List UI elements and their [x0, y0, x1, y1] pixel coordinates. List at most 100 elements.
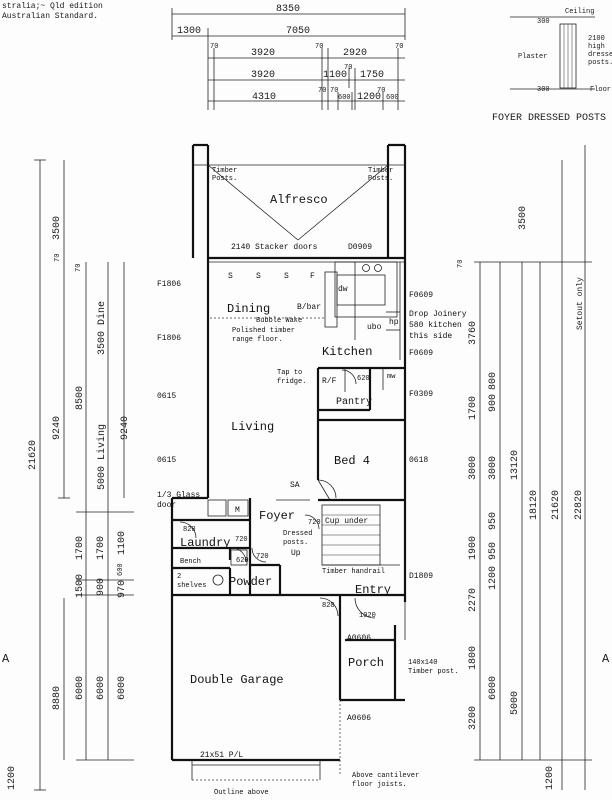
dim-left-1200: 1200: [7, 766, 18, 790]
stool-s3: S: [284, 272, 289, 281]
right-dimensions: 3500 3760 800 1700 900 3000 3000 1900 95…: [457, 145, 610, 790]
dim-right-950-a: 950: [488, 512, 499, 530]
post-detail-title: FOYER DRESSED POSTS: [492, 113, 606, 124]
dim-overall-width: 8350: [276, 4, 300, 15]
drop-joinery-1: Drop Joinery: [409, 310, 467, 319]
tap-note-2: fridge.: [277, 378, 306, 386]
dim-right-3760: 3760: [468, 321, 479, 345]
dim-left-900: 900: [96, 578, 107, 596]
dim-left-dine: 3500 Dine: [96, 301, 108, 355]
timber-posts-right-2: Posts.: [368, 175, 393, 183]
ceiling-label: Ceiling: [565, 8, 594, 16]
dim-right-1700: 1700: [468, 396, 479, 420]
post-note-4: posts.: [588, 59, 612, 67]
post-note-2: high: [588, 43, 605, 51]
dim-right-1800: 1800: [468, 646, 479, 670]
dim-left-8880: 8880: [52, 686, 63, 710]
dim-right-800: 800: [488, 372, 499, 390]
drop-joinery-2: 580 kitchen: [409, 321, 462, 330]
door-d0909: D0909: [348, 243, 372, 252]
dim-3920-b: 3920: [251, 70, 275, 81]
dim-left-6000-a: 6000: [75, 676, 86, 700]
dim-left-1700-b: 1700: [96, 536, 107, 560]
setout-only-label: Setout only: [576, 277, 585, 330]
door-720-powder: 720: [256, 553, 269, 561]
foyer-post-detail: Ceiling 300 Plaster 2100 high dressed po…: [492, 8, 612, 124]
dim-left-70: 70: [54, 254, 62, 262]
section-a-right: A: [602, 652, 610, 666]
dim-600-a: 600: [338, 94, 351, 102]
dim-right-3500: 3500: [518, 206, 529, 230]
walls: [170, 143, 407, 781]
dim-70: 70: [377, 87, 385, 95]
room-kitchen: Kitchen: [322, 345, 372, 359]
dim-left-8500: 8500: [75, 386, 86, 410]
dim-1750: 1750: [360, 70, 384, 81]
door-820-laundry: 820: [183, 526, 196, 534]
door-d1809: D1809: [409, 572, 433, 581]
dim-left-6000-c: 6000: [117, 676, 128, 700]
timber-post2-2: Timber post.: [408, 668, 458, 676]
dim-right-6000: 6000: [488, 676, 499, 700]
room-foyer: Foyer: [259, 509, 295, 523]
window-f1806-b: F1806: [157, 334, 181, 343]
dim-right-5000: 5000: [510, 691, 521, 715]
window-f0609-a: F0609: [409, 291, 433, 300]
stool-s1: S: [228, 272, 233, 281]
hotplate-label: hp: [389, 318, 399, 327]
dim-right-18120: 18120: [529, 490, 540, 520]
cup-under-label: Cup under: [325, 517, 368, 526]
room-laundry: Laundry: [180, 536, 230, 550]
stacker-doors-label: 2140 Stacker doors: [231, 243, 318, 252]
glass-door-1: 1/3 Glass: [157, 491, 200, 500]
handrail-label: Timber handrail: [322, 568, 385, 576]
door-620-wc: 620: [236, 557, 249, 565]
dim-left-70: 70: [75, 264, 83, 272]
ubo-label: ubo: [367, 323, 382, 332]
tap-note-1: Tap to: [277, 369, 302, 377]
dressed-posts-2: posts.: [283, 539, 308, 547]
dim-70: 70: [344, 64, 352, 72]
room-porch: Porch: [348, 656, 384, 670]
dim-right-22820: 22820: [574, 490, 585, 520]
microwave-label: mw: [387, 373, 396, 381]
window-f0309: F0309: [409, 390, 433, 399]
dim-2920: 2920: [343, 48, 367, 59]
door-720-cup: 720: [308, 519, 321, 527]
dim-right-1900: 1900: [468, 536, 479, 560]
floor-note-2: range floor.: [232, 336, 282, 344]
dim-left-1500: 1500: [75, 574, 86, 598]
dim-right-1200-bottom: 1200: [545, 766, 556, 790]
drop-joinery-3: this side: [409, 332, 452, 341]
room-entry: Entry: [355, 583, 391, 597]
standard-line-1: stralia;~ Qld edition: [2, 2, 103, 11]
room-living: Living: [231, 420, 274, 434]
dim-right-3200: 3200: [468, 706, 479, 730]
plate-label: 21x51 P/L: [200, 751, 243, 760]
cantilever-1: Above cantilever: [352, 772, 419, 780]
shelves-1: 2: [177, 573, 181, 581]
window-a0606-b: A0606: [347, 714, 371, 723]
dim-right-2270: 2270: [468, 588, 479, 612]
post-note-3: dressed: [588, 51, 612, 59]
dim-right-900: 900: [488, 394, 499, 412]
room-powder: Powder: [229, 575, 272, 589]
dim-left-3500: 3500: [52, 216, 63, 240]
dim-left-6000-b: 6000: [96, 676, 107, 700]
door-720-foyer: 720: [235, 536, 248, 544]
stair-up-label: Up: [291, 549, 301, 558]
dim-70: 70: [330, 87, 338, 95]
dim-right-7050: 7050: [286, 26, 310, 37]
dim-left-1300: 1300: [177, 26, 201, 37]
dim-right-13120: 13120: [510, 450, 521, 480]
post-bottom-300: 300: [537, 86, 550, 94]
room-double-garage: Double Garage: [190, 673, 284, 687]
dim-1200: 1200: [357, 92, 381, 103]
dim-left-600: 600: [117, 563, 125, 576]
plaster-label: Plaster: [518, 53, 547, 61]
dim-right-1200: 1200: [488, 566, 499, 590]
dim-left-9240: 9240: [52, 416, 63, 440]
standard-line-2: Australian Standard.: [2, 12, 98, 21]
dim-left-1100: 1100: [117, 531, 128, 555]
